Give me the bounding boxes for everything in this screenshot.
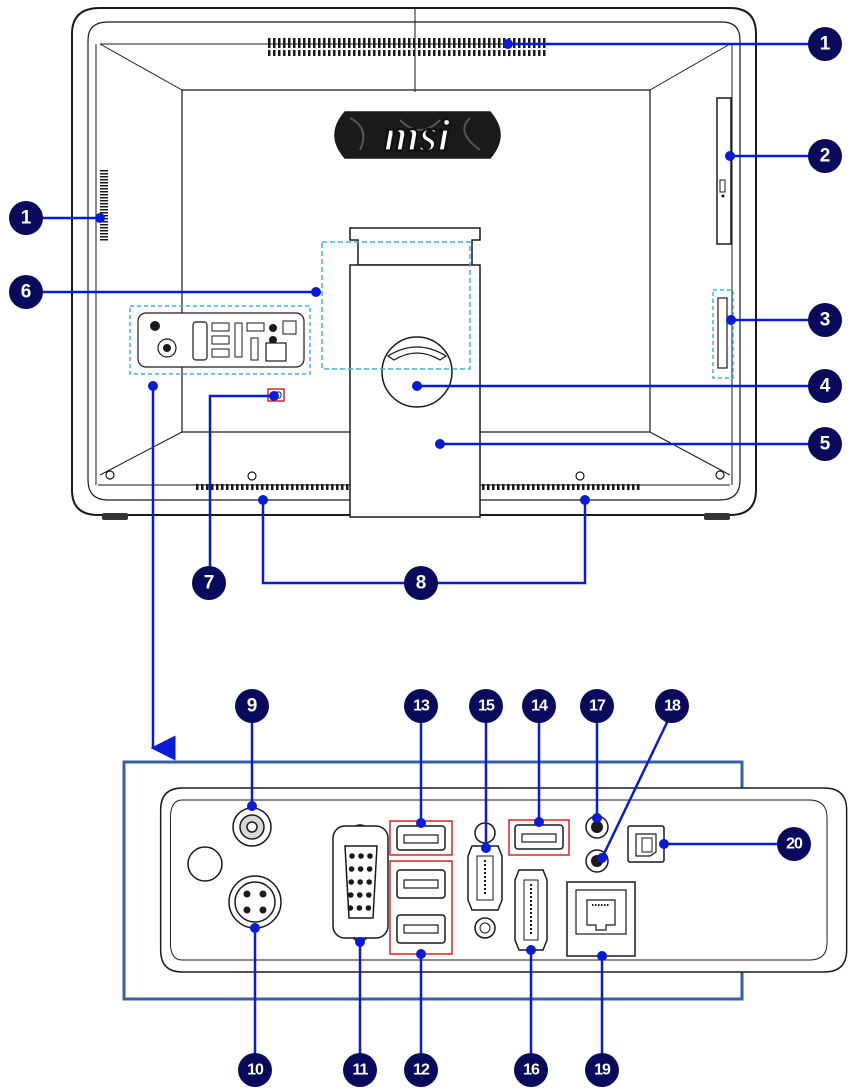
callout-number: 10	[247, 1062, 264, 1079]
monitor-rear: msi	[71, 7, 757, 520]
callout-number: 7	[204, 573, 215, 594]
callout-17-audio-jack: 17	[580, 689, 614, 723]
callout-number: 17	[589, 698, 606, 715]
hdmi-in-port	[514, 869, 548, 951]
rj45-lan-port	[566, 881, 636, 957]
callout-number: 14	[531, 698, 548, 715]
callout-15-hdmi-out: 15	[469, 689, 503, 723]
callout-number: 3	[820, 310, 831, 331]
logo-text: msi	[384, 110, 451, 161]
leader-lines-top	[40, 39, 810, 761]
leader-lines-bottom	[247, 711, 780, 1064]
callout-5-stand: 5	[808, 427, 842, 461]
callout-number: 15	[478, 698, 495, 715]
callout-6-cover-area: 6	[9, 275, 43, 309]
callout-number: 4	[820, 376, 831, 397]
callout-9-tv-antenna: 9	[235, 689, 269, 723]
usb-port-middle	[396, 869, 446, 899]
usb-ports-stack	[389, 820, 453, 955]
callout-number: 13	[413, 698, 430, 715]
io-panel-small	[129, 305, 311, 375]
vga-port	[332, 824, 389, 942]
monitor-inner-bezel	[87, 21, 741, 501]
callout-12-usb-ports: 12	[404, 1053, 438, 1087]
callout-number: 16	[523, 1062, 540, 1079]
callout-number: 20	[786, 836, 803, 853]
callout-1-top-vent: 1	[808, 27, 842, 61]
usb-port-bottom	[396, 914, 446, 944]
callout-number: 9	[247, 696, 258, 717]
tv-antenna-port	[232, 807, 272, 847]
callout-18-audio-jack: 18	[655, 689, 689, 723]
callout-7-kensington-lock: 7	[192, 566, 226, 600]
callout-13-usb-port: 13	[404, 689, 438, 723]
callout-14-usb-port: 14	[522, 689, 556, 723]
power-jack	[228, 875, 282, 929]
callout-badges: 1 1 2 3 4 5 6 7	[9, 27, 842, 1087]
callout-19-rj45-lan: 19	[585, 1053, 619, 1087]
callout-number: 1	[820, 34, 831, 55]
callout-16-hdmi-in: 16	[514, 1053, 548, 1087]
callout-number: 1	[21, 208, 32, 229]
callout-2-optical-drive: 2	[808, 139, 842, 173]
vga-pins	[347, 853, 373, 911]
usb-port-top	[396, 825, 446, 851]
usb-port-right	[508, 819, 570, 856]
callout-number: 18	[664, 698, 681, 715]
callout-11-vga-port: 11	[343, 1053, 377, 1087]
callout-8-speakers: 8	[404, 566, 438, 600]
cover-area-highlight	[321, 241, 471, 370]
msi-logo: msi	[334, 108, 501, 162]
callout-number: 11	[353, 1062, 369, 1079]
callout-4-stand-screw: 4	[808, 369, 842, 403]
callout-number: 12	[413, 1062, 430, 1079]
callout-20-spdif: 20	[777, 827, 811, 861]
optical-drive	[716, 97, 732, 245]
callout-number: 2	[820, 146, 831, 167]
speaker-grille-right	[482, 484, 640, 490]
speaker-grille-left	[196, 484, 354, 490]
card-reader	[712, 289, 734, 379]
stand	[349, 227, 481, 518]
callout-3-card-reader: 3	[808, 303, 842, 337]
spdif-port	[627, 825, 665, 863]
callout-number: 6	[21, 282, 32, 303]
callout-number: 8	[416, 573, 427, 594]
callout-number: 5	[820, 434, 831, 455]
callout-1-side-vent: 1	[9, 201, 43, 235]
callout-10-power-jack: 10	[238, 1053, 272, 1087]
hdmi-out-port	[467, 822, 503, 939]
callout-number: 19	[594, 1062, 611, 1079]
